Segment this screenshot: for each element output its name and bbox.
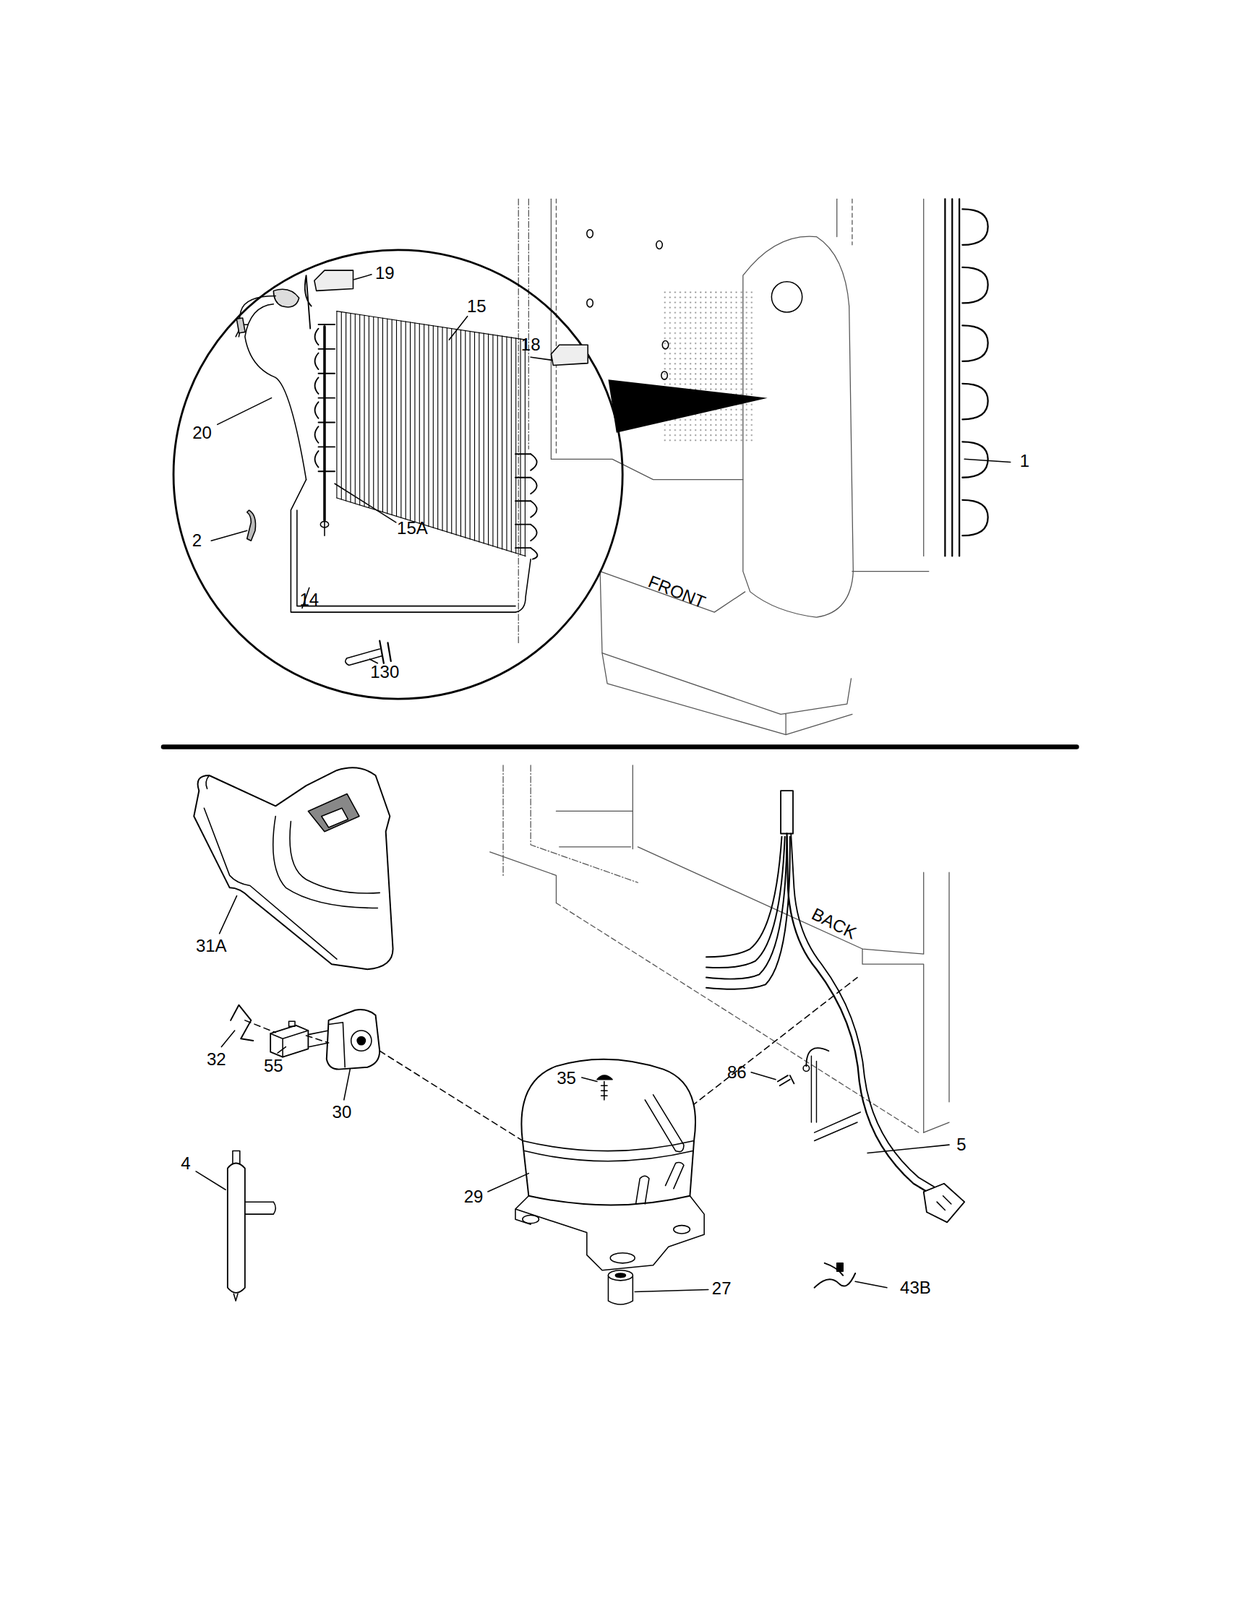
callout-number: 35 — [555, 1069, 578, 1088]
callout-number: 29 — [462, 1187, 486, 1207]
orientation-label: FRONT — [644, 571, 710, 613]
callout-number: 19 — [373, 263, 397, 283]
callout-number: 5 — [954, 1135, 968, 1155]
callout-number: 15A — [395, 519, 430, 538]
callout-number: 20 — [190, 423, 214, 443]
callout-number: 2 — [190, 531, 204, 551]
callout-number: 27 — [710, 1279, 733, 1299]
callout-number: 43B — [898, 1278, 933, 1298]
callout-number: 1 — [1018, 451, 1031, 471]
callout-number: 31A — [194, 936, 229, 956]
callout-number: 130 — [368, 662, 401, 682]
callout-number: 18 — [519, 335, 543, 355]
callout-number: 86 — [725, 1063, 749, 1083]
callout-number: 14 — [297, 590, 321, 610]
callout-number: 4 — [179, 1154, 192, 1174]
orientation-label: BACK — [807, 903, 861, 944]
callout-number: 32 — [205, 1050, 228, 1070]
callout-number: 15 — [465, 297, 488, 316]
callout-number: 55 — [262, 1056, 285, 1076]
callout-number: 30 — [331, 1103, 354, 1122]
